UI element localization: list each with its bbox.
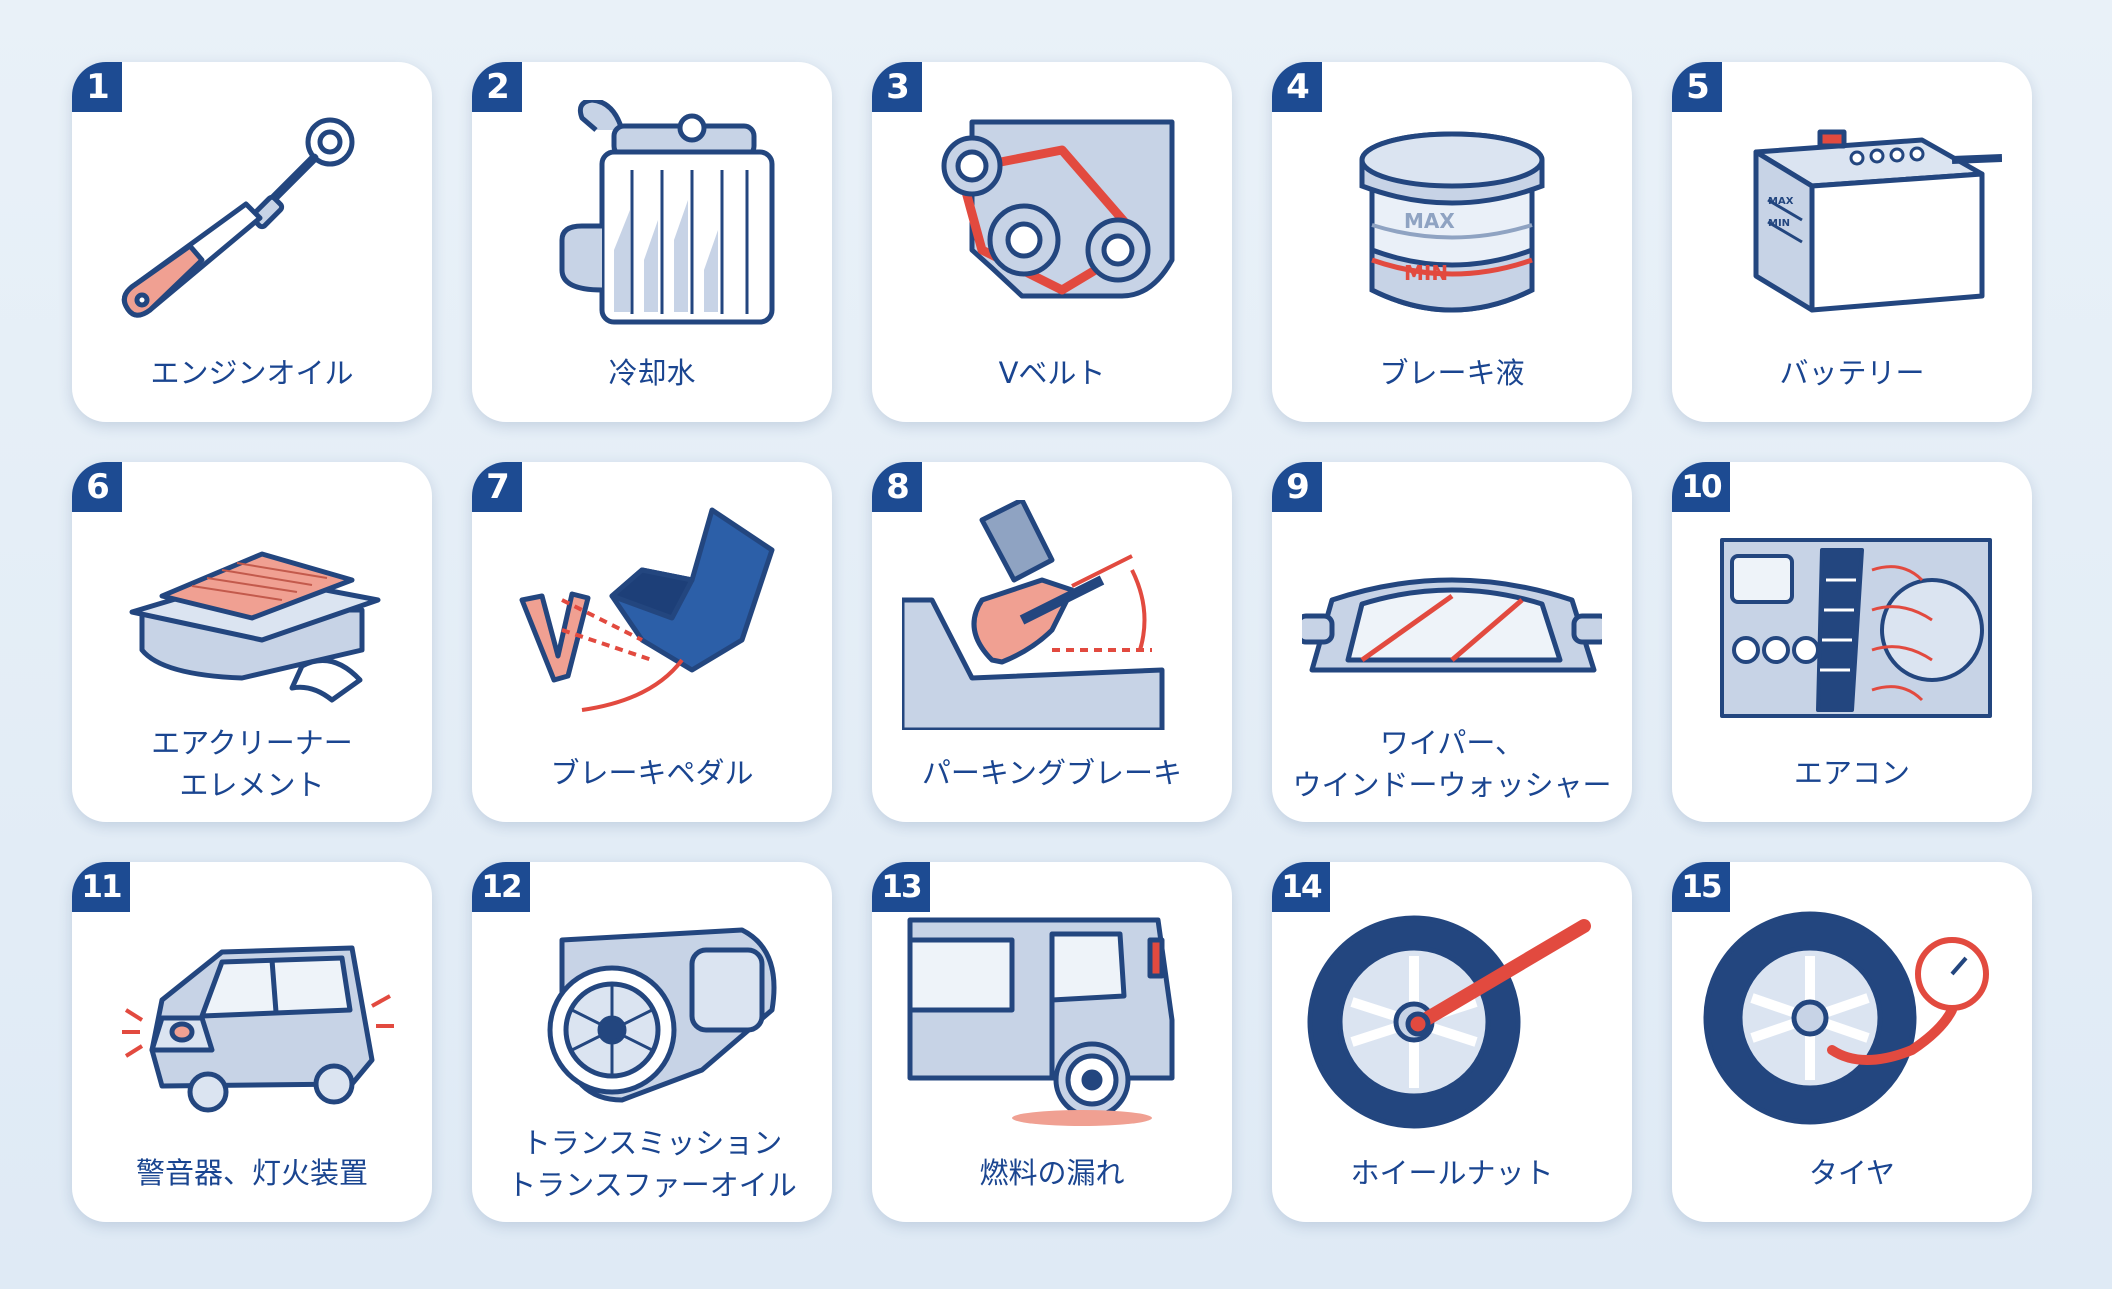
item-label: 警音器、灯火装置 bbox=[135, 1156, 368, 1190]
brake-pedal-icon bbox=[519, 507, 775, 712]
card-engine-oil[interactable]: 1 エンジンオイル bbox=[72, 62, 432, 422]
inspection-grid: 1 エンジンオイル 2 bbox=[72, 62, 2032, 1222]
tire-pressure-icon bbox=[1703, 911, 1989, 1125]
item-number: 8 bbox=[872, 462, 922, 512]
item-number: 9 bbox=[1272, 462, 1322, 512]
item-number: 14 bbox=[1272, 862, 1330, 912]
battery-min-text: MIN bbox=[1768, 218, 1790, 229]
battery-max-text: MAX bbox=[1768, 196, 1794, 207]
wiper-icon bbox=[1302, 577, 1602, 673]
item-label: エアクリーナー bbox=[151, 726, 353, 760]
item-number: 4 bbox=[1272, 62, 1322, 112]
air-cleaner-element-icon bbox=[129, 551, 381, 703]
battery-icon: MAX MIN bbox=[1753, 129, 2002, 313]
card-brake-fluid[interactable]: 4 MAX MIN ブレーキ液 bbox=[1272, 62, 1632, 422]
item-number: 2 bbox=[472, 62, 522, 112]
max-text: MAX bbox=[1404, 209, 1455, 233]
item-label: ブレーキ液 bbox=[1379, 356, 1525, 390]
parking-brake-icon bbox=[902, 500, 1165, 730]
card-brake-pedal[interactable]: 7 ブレーキペダル bbox=[472, 462, 832, 822]
card-parking-brake[interactable]: 8 パーキングブレーキ bbox=[872, 462, 1232, 822]
dipstick-icon bbox=[121, 117, 355, 318]
item-label: タイヤ bbox=[1808, 1156, 1896, 1190]
item-label: バッテリー bbox=[1779, 356, 1925, 390]
card-battery[interactable]: 5 MAX MIN バッテリー bbox=[1672, 62, 2032, 422]
card-wheel-nuts[interactable]: 14 ホイールナット bbox=[1272, 862, 1632, 1222]
card-air-conditioner[interactable]: 10 エアコン bbox=[1672, 462, 2032, 822]
item-number: 5 bbox=[1672, 62, 1722, 112]
item-label-line2: ウインドーウォッシャー bbox=[1292, 768, 1612, 802]
item-label: 冷却水 bbox=[608, 356, 696, 390]
min-text: MIN bbox=[1404, 261, 1448, 285]
item-number: 7 bbox=[472, 462, 522, 512]
car-lights-icon bbox=[122, 945, 394, 1113]
item-number: 1 bbox=[72, 62, 122, 112]
item-number: 6 bbox=[72, 462, 122, 512]
item-number: 12 bbox=[472, 862, 530, 912]
card-tire[interactable]: 15 タイヤ bbox=[1672, 862, 2032, 1222]
item-label-line2: トランスファーオイル bbox=[507, 1168, 797, 1202]
item-label: エンジンオイル bbox=[150, 356, 354, 390]
item-number: 3 bbox=[872, 62, 922, 112]
brake-fluid-reservoir-icon: MAX MIN bbox=[1359, 131, 1545, 313]
radiator-icon bbox=[559, 100, 775, 325]
item-label: 燃料の漏れ bbox=[979, 1156, 1125, 1190]
fuel-leak-icon bbox=[907, 917, 1175, 1126]
transmission-icon bbox=[547, 927, 777, 1103]
item-label: エアコン bbox=[1793, 756, 1910, 790]
item-number: 11 bbox=[72, 862, 130, 912]
wheel-nut-icon bbox=[1307, 915, 1591, 1129]
card-wiper-washer[interactable]: 9 ワイパー、 ウインドーウォッシャー bbox=[1272, 462, 1632, 822]
item-number: 10 bbox=[1672, 462, 1730, 512]
item-label: トランスミッション bbox=[521, 1126, 783, 1160]
item-label: ブレーキペダル bbox=[550, 756, 754, 790]
item-label: Vベルト bbox=[998, 356, 1106, 390]
card-v-belt[interactable]: 3 Vベルト bbox=[872, 62, 1232, 422]
air-conditioner-icon bbox=[1720, 538, 1992, 718]
card-coolant[interactable]: 2 冷却水 bbox=[472, 62, 832, 422]
card-air-cleaner-element[interactable]: 6 エアクリーナー エレメント bbox=[72, 462, 432, 822]
item-number: 13 bbox=[872, 862, 930, 912]
card-fuel-leak[interactable]: 13 燃料の漏れ bbox=[872, 862, 1232, 1222]
item-number: 15 bbox=[1672, 862, 1730, 912]
card-horn-lights[interactable]: 11 警音器、灯火装置 bbox=[72, 862, 432, 1222]
item-label: ホイールナット bbox=[1350, 1156, 1554, 1190]
item-label: パーキングブレーキ bbox=[921, 756, 1183, 790]
card-transmission-oil[interactable]: 12 トランスミッション トランスファーオイル bbox=[472, 862, 832, 1222]
item-label-line2: エレメント bbox=[179, 768, 325, 802]
v-belt-icon bbox=[941, 119, 1175, 299]
item-label: ワイパー、 bbox=[1379, 726, 1525, 760]
